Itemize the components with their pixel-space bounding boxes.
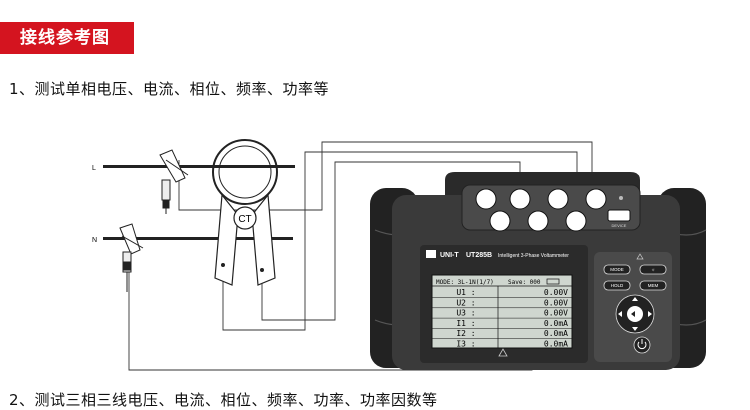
lcd-mode: MODE: 3L-1N(1/7)	[436, 279, 494, 286]
lcd-row-label: U2 :	[456, 298, 475, 307]
lcd-row-value: 0.0mA	[544, 340, 568, 349]
current-clamp: CT	[212, 139, 278, 286]
line-label: L	[92, 165, 96, 172]
up-arrow-icon[interactable]	[632, 297, 638, 301]
device-port-label: DEVICE	[612, 223, 627, 228]
lcd-row-value: 0.00V	[544, 298, 568, 307]
lcd-row-label: I2 :	[456, 329, 475, 338]
subtitle-label: Intelligent 3-Phase Voltammeter	[498, 253, 569, 259]
neutral-label: N	[92, 237, 97, 244]
meter-device: DEVICE UNI-T UT285B Intelligent 3-Phase …	[370, 172, 707, 370]
lcd-row-value: 0.0mA	[544, 329, 568, 338]
hold-button[interactable]	[603, 280, 631, 291]
ct-label: CT	[238, 214, 251, 225]
alligator-clip-l	[159, 149, 189, 214]
mode-label: MODE	[610, 267, 624, 272]
alligator-clip-n	[119, 223, 144, 292]
power-button[interactable]	[633, 336, 651, 354]
lcd-save: Save: 000	[508, 279, 541, 286]
section-1-heading: 1、测试单相电压、电流、相位、频率、功率等	[9, 80, 330, 98]
hold-label: HOLD	[611, 283, 624, 288]
left-arrow-icon[interactable]	[618, 311, 622, 317]
light-label: ☼	[651, 267, 655, 272]
section-banner: 接线参考图	[0, 22, 134, 54]
mem-label: MEM	[648, 283, 659, 288]
lcd-row-label: U1 :	[456, 288, 475, 297]
mem-button[interactable]	[639, 280, 667, 291]
line-conductor: L	[92, 165, 295, 172]
down-arrow-icon[interactable]	[632, 327, 638, 331]
power-icon	[637, 341, 647, 350]
brand-label: UNI-T	[440, 252, 459, 259]
lcd-row-label: I1 :	[456, 319, 475, 328]
model-label: UT285B	[466, 252, 492, 259]
mode-button[interactable]	[603, 264, 631, 275]
right-arrow-icon[interactable]	[648, 311, 652, 317]
lcd-row-value: 0.00V	[544, 309, 568, 318]
wiring-diagram: L N CT	[92, 139, 707, 371]
lcd-readings: U1 : 0.00V U2 : 0.00V U3 : 0.00V I1 : 0.0mA I2 :…	[432, 288, 572, 349]
neutral-conductor: N	[92, 237, 293, 244]
lcd-row-value: 0.0mA	[544, 319, 568, 328]
light-button[interactable]	[639, 264, 667, 275]
lcd-row-label: I3 :	[456, 340, 475, 349]
lcd-row-label: U3 :	[456, 309, 475, 318]
lcd-row-value: 0.00V	[544, 288, 568, 297]
